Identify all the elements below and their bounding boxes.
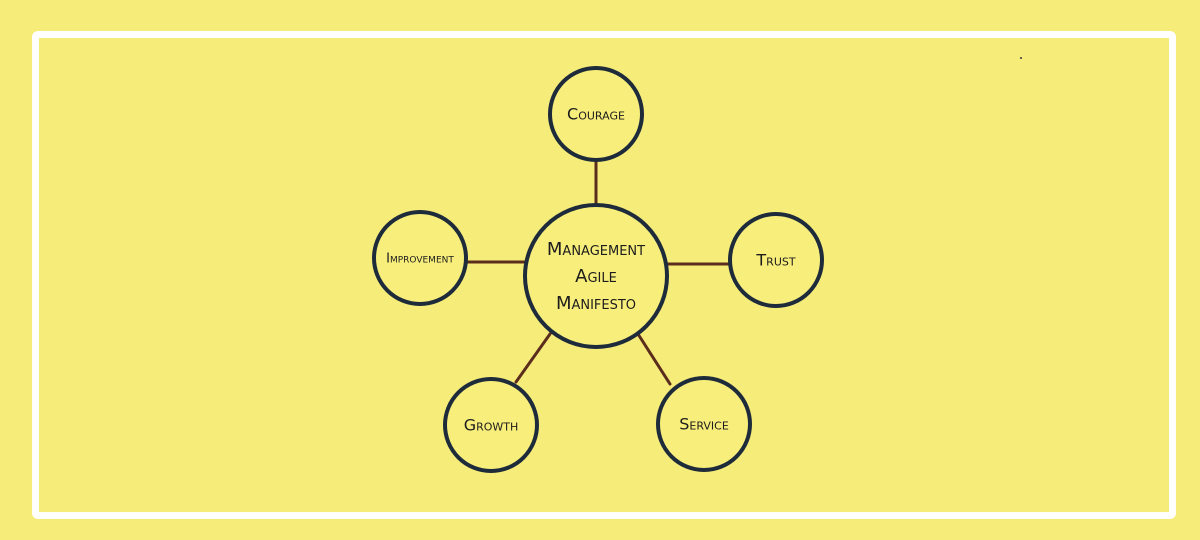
node-trust: Trust — [728, 212, 824, 308]
node-courage: Courage — [548, 66, 644, 162]
hub-label-line-1: Management — [547, 239, 645, 260]
connector-service — [636, 332, 672, 386]
node-improvement: Improvement — [372, 210, 468, 306]
node-growth: Growth — [443, 377, 539, 473]
node-growth-label: Growth — [464, 416, 519, 435]
node-service-label: Service — [679, 415, 729, 434]
connector-growth — [514, 332, 552, 384]
node-service: Service — [656, 376, 752, 472]
node-trust-label: Trust — [755, 251, 795, 270]
hub-label-line-3: Manifesto — [556, 293, 636, 314]
white-frame — [32, 31, 1176, 519]
node-improvement-label: Improvement — [386, 252, 454, 267]
hub-label-line-2: Agile — [575, 266, 617, 287]
hub-node: Management Agile Manifesto — [523, 203, 669, 349]
node-courage-label: Courage — [567, 105, 625, 124]
stray-dot — [1020, 57, 1022, 59]
